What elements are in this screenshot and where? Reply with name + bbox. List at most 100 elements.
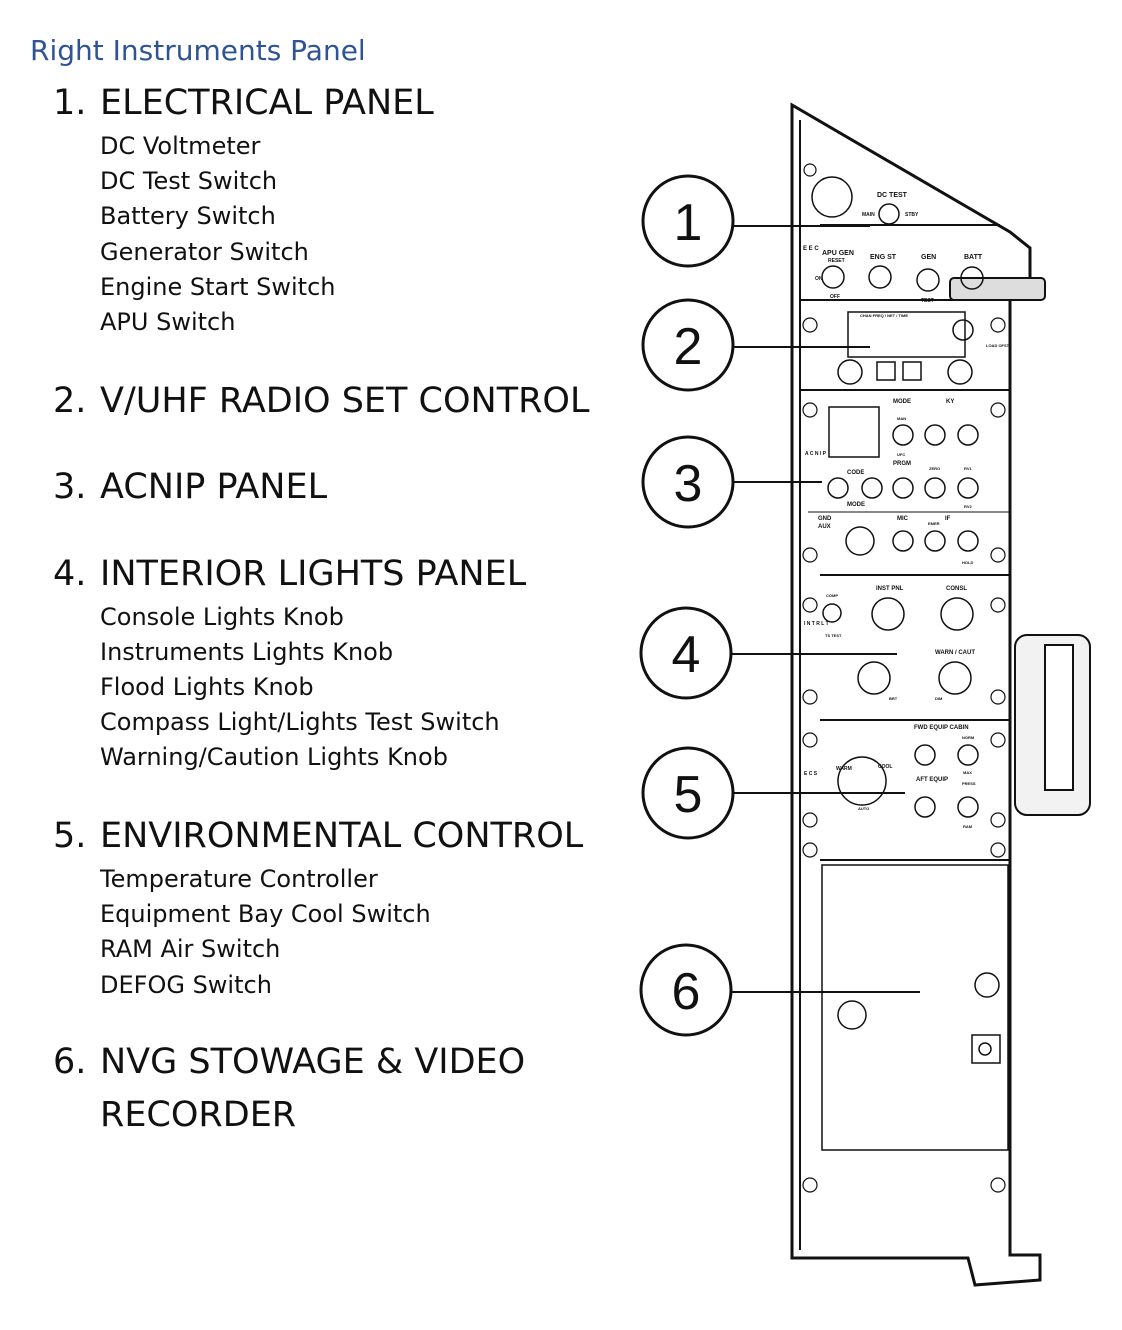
temperature-controller	[837, 756, 887, 806]
callout-number: 3	[674, 455, 703, 513]
label: A C N I P	[805, 451, 827, 457]
list-item: APU Switch	[100, 308, 236, 336]
callout-1: 1	[641, 174, 870, 268]
radio-display	[847, 311, 966, 358]
callout-6: 6	[639, 943, 920, 1037]
label: ENG ST	[870, 254, 897, 261]
dc-test-switch	[878, 203, 900, 225]
environmental-controls	[837, 744, 1001, 1064]
callout-2: 2	[641, 298, 870, 392]
callout-5: 5	[641, 746, 905, 840]
label: AUX	[818, 524, 831, 530]
label: DC TEST	[877, 192, 908, 199]
label: BATT	[964, 254, 983, 261]
callouts: 1 2 3 4 5 6	[639, 174, 920, 1037]
label: COOL	[878, 764, 892, 770]
acnip-controls	[808, 406, 1010, 556]
label: CONSL	[946, 586, 967, 592]
label: I N T R L T	[804, 621, 829, 627]
screws	[802, 163, 1006, 1193]
list-item: DC Voltmeter	[100, 132, 261, 160]
section-number: 5.	[53, 816, 87, 856]
label: ON	[815, 276, 823, 282]
callout-3: 3	[641, 435, 822, 529]
label: CODE	[847, 470, 864, 476]
callout-number: 6	[672, 963, 701, 1021]
label: MIC	[897, 516, 909, 522]
label: GND	[818, 516, 832, 522]
list-item: Temperature Controller	[100, 865, 378, 893]
electrical-controls	[811, 176, 984, 385]
label: COMP	[826, 593, 838, 598]
label: ZERO	[929, 466, 940, 471]
section-number: 2.	[53, 381, 87, 421]
interior-lights-controls	[822, 597, 974, 695]
label: E C S	[804, 771, 818, 777]
label: LOAD OFST	[986, 343, 1010, 348]
list-item: DC Test Switch	[100, 167, 278, 195]
section-title: ENVIRONMENTAL CONTROL	[100, 816, 584, 856]
list-item: Flood Lights Knob	[100, 673, 314, 701]
section-title: NVG STOWAGE & VIDEO	[100, 1042, 526, 1082]
label: MODE	[893, 399, 911, 405]
section-heading-electrical: 1.ELECTRICAL PANEL	[53, 83, 434, 123]
console-lights-knob	[940, 597, 974, 631]
list-item: Warning/Caution Lights Knob	[100, 743, 448, 771]
label: NORM	[962, 735, 975, 740]
section-heading-interior-lights: 4.INTERIOR LIGHTS PANEL	[53, 554, 526, 594]
label: MAN	[897, 416, 906, 421]
label: APU GEN	[822, 250, 854, 257]
callout-number: 4	[672, 626, 701, 684]
nvg-bracket	[949, 277, 1091, 816]
label: DIM	[935, 696, 943, 701]
label: STBY	[905, 212, 919, 218]
callout-4: 4	[639, 606, 897, 700]
label: AFT EQUIP	[916, 777, 948, 783]
label: E E C	[803, 246, 819, 252]
dc-voltmeter	[811, 176, 853, 218]
section-heading-nvg: 6. NVG STOWAGE & VIDEO	[53, 1042, 525, 1082]
section-title: V/UHF RADIO SET CONTROL	[100, 381, 590, 421]
section-number: 6.	[53, 1042, 87, 1082]
list-item: RAM Air Switch	[100, 935, 281, 963]
label: FWD EQUIP CABIN	[914, 725, 969, 731]
list-item: Generator Switch	[100, 238, 309, 266]
battery-switch	[960, 266, 984, 290]
label: GEN	[921, 254, 936, 261]
label: PRGM	[893, 461, 911, 467]
label: RAM	[963, 824, 973, 829]
label: TEST	[921, 298, 934, 304]
callout-number: 1	[674, 194, 703, 252]
label: TS TEST	[825, 633, 842, 638]
section-number: 3.	[53, 467, 87, 507]
label: RESET	[828, 258, 845, 264]
label: PRESS	[962, 781, 976, 786]
label: IF	[945, 516, 951, 522]
label: INST PNL	[876, 586, 904, 592]
section-heading-radio: 2. V/UHF RADIO SET CONTROL	[53, 381, 589, 421]
label: EMER	[928, 521, 940, 526]
label: HOLD	[962, 560, 973, 565]
generator-switch	[916, 268, 940, 292]
list-item: Console Lights Knob	[100, 603, 344, 631]
section-heading-environmental: 5. ENVIRONMENTAL CONTROL	[53, 816, 583, 856]
label: RV2	[964, 504, 972, 509]
page-title: Right Instruments Panel	[30, 34, 366, 67]
label: MODE	[847, 502, 865, 508]
callout-number: 5	[674, 766, 703, 824]
list-item: Equipment Bay Cool Switch	[100, 900, 431, 928]
label: WARN / CAUT	[935, 650, 975, 656]
list-item: Engine Start Switch	[100, 273, 336, 301]
label: MAIN	[862, 212, 875, 218]
apu-switch	[821, 265, 845, 289]
label: BRT	[889, 696, 898, 701]
flood-lights-knob	[857, 661, 891, 695]
panel-outline	[790, 102, 1042, 1287]
ram-air-switch	[957, 796, 979, 818]
label: AUTO	[858, 806, 869, 811]
label: OFF	[830, 294, 840, 300]
list-item: DEFOG Switch	[100, 971, 272, 999]
section-heading-nvg-line2: RECORDER	[100, 1095, 297, 1135]
label: CHAN FREQ / NET / TIME	[860, 313, 908, 318]
